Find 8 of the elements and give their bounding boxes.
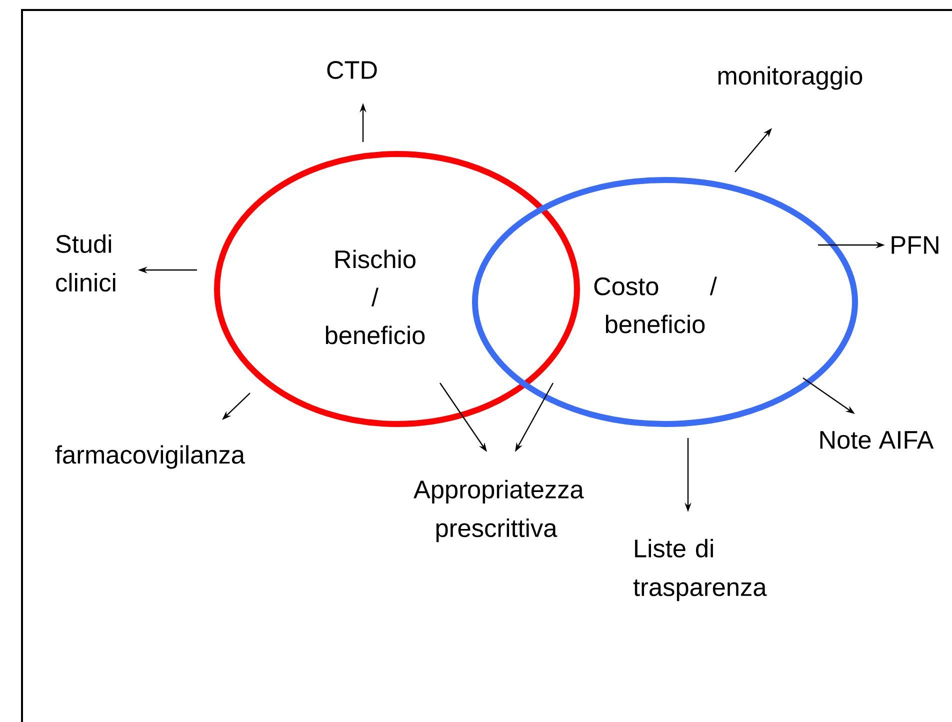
label-text: monitoraggio: [718, 66, 862, 90]
label-text: Liste di trasparenza: [633, 538, 767, 602]
label-text: farmacovigilanza: [55, 445, 246, 469]
label-text: Appropriatezza prescrittiva: [414, 480, 584, 542]
label-text: Note AIFA: [820, 431, 934, 449]
label-text: PFN: [892, 236, 938, 254]
label-text: Studi clinici: [56, 234, 116, 292]
label-text: CTD: [327, 61, 377, 79]
